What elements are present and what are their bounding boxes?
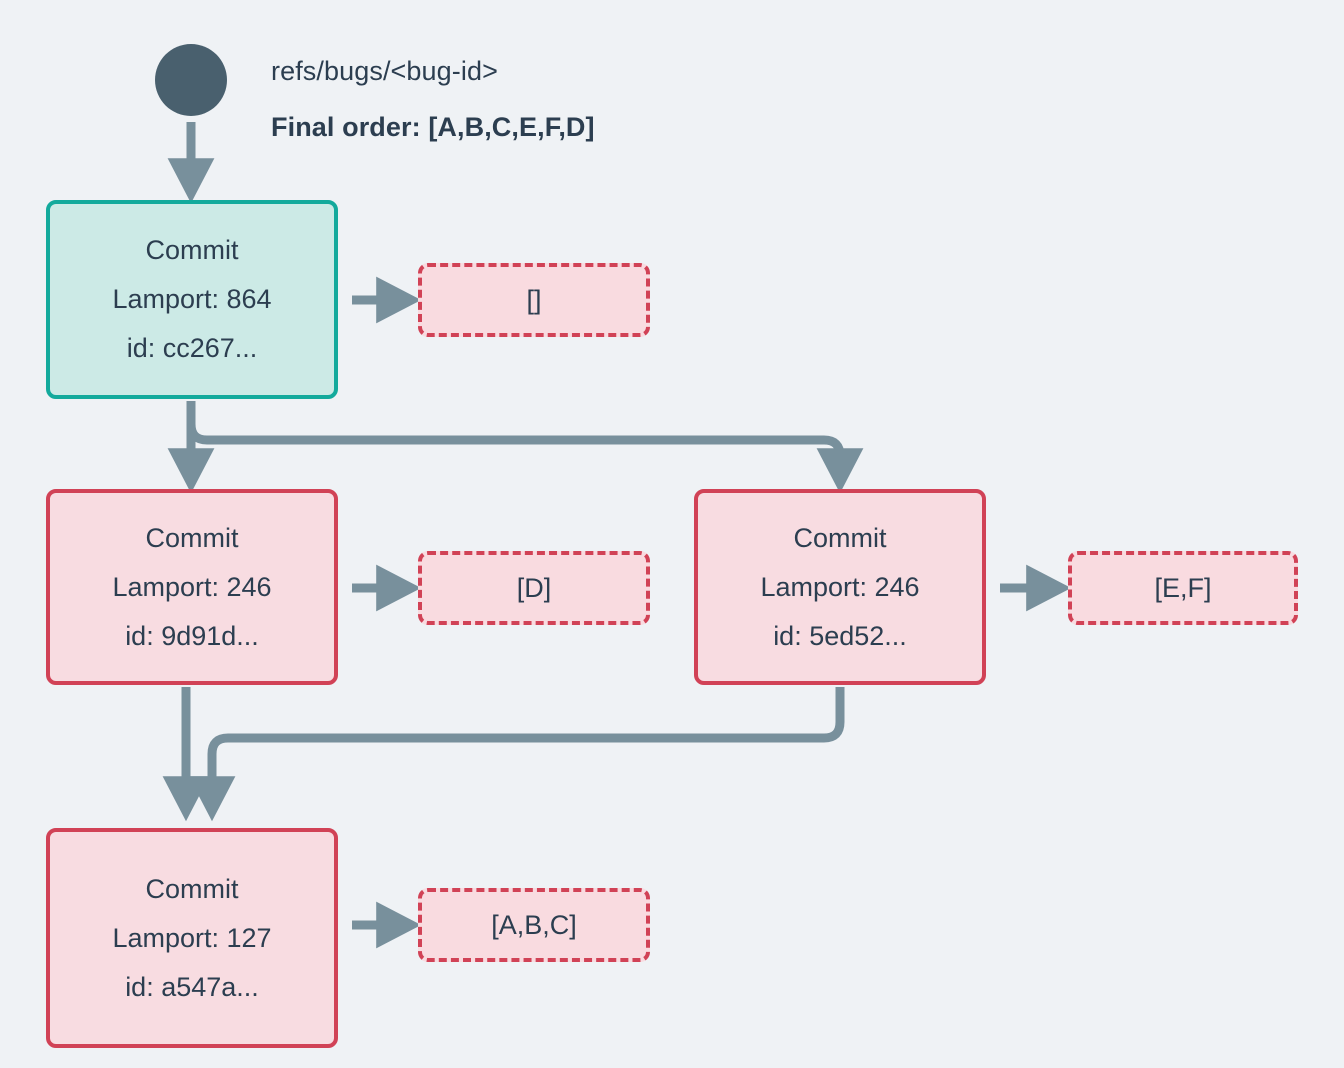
commit-node-a547a[interactable]: Commit Lamport: 127 id: a547a... bbox=[46, 828, 338, 1048]
commit-node-cc267[interactable]: Commit Lamport: 864 id: cc267... bbox=[46, 200, 338, 399]
ops-box-9d91d: [D] bbox=[418, 551, 650, 625]
commit-node-lamport: Lamport: 864 bbox=[112, 284, 272, 314]
ops-box-5ed52: [E,F] bbox=[1068, 551, 1298, 625]
final-order-label: Final order: [A,B,C,E,F,D] bbox=[271, 112, 595, 142]
edge-a-to-c bbox=[186, 401, 864, 494]
commit-node-5ed52[interactable]: Commit Lamport: 246 id: 5ed52... bbox=[694, 489, 986, 685]
commit-node-id: id: 9d91d... bbox=[125, 620, 259, 651]
ops-box-a547a: [A,B,C] bbox=[418, 888, 650, 962]
ops-list-text: [E,F] bbox=[1154, 572, 1212, 603]
commit-node-title: Commit bbox=[145, 522, 239, 553]
commit-node-lamport: Lamport: 127 bbox=[112, 922, 272, 953]
commit-node-title: Commit bbox=[145, 873, 239, 904]
commit-node-id: id: 5ed52... bbox=[773, 620, 907, 651]
commit-node-id: id: cc267... bbox=[126, 333, 258, 363]
ops-list-text: [] bbox=[526, 284, 542, 315]
root-commit-dot-icon bbox=[155, 44, 227, 116]
commit-node-title: Commit bbox=[793, 522, 887, 553]
commit-node-id: id: a547a... bbox=[125, 971, 259, 1002]
commit-node-lamport: Lamport: 246 bbox=[112, 571, 272, 602]
commit-node-title: Commit bbox=[145, 235, 239, 265]
commit-node-lamport: Lamport: 246 bbox=[760, 571, 920, 602]
commit-node-9d91d[interactable]: Commit Lamport: 246 id: 9d91d... bbox=[46, 489, 338, 685]
ops-box-cc267: [] bbox=[418, 263, 650, 337]
ops-list-text: [D] bbox=[516, 572, 552, 603]
edge-c-to-d bbox=[188, 687, 845, 822]
ref-path-label: refs/bugs/<bug-id> bbox=[271, 56, 498, 86]
ops-list-text: [A,B,C] bbox=[491, 909, 577, 940]
